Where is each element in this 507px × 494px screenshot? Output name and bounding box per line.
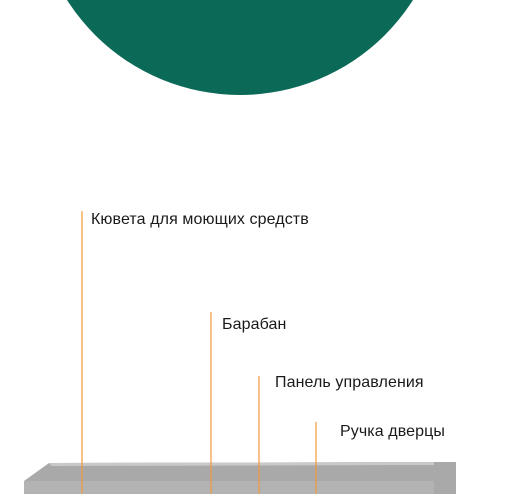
label-drum: Барабан	[222, 316, 287, 333]
machine-top-surface	[24, 462, 455, 481]
machine-front-face	[24, 481, 434, 494]
label-control-panel: Панель управления	[275, 374, 424, 391]
machine-right-side	[434, 462, 456, 494]
machine-top-edge	[49, 462, 455, 466]
label-door-handle: Ручка дверцы	[340, 423, 446, 440]
drum-circle	[67, 0, 413, 95]
label-detergent-drawer: Кювета для моющих средств	[91, 211, 309, 228]
